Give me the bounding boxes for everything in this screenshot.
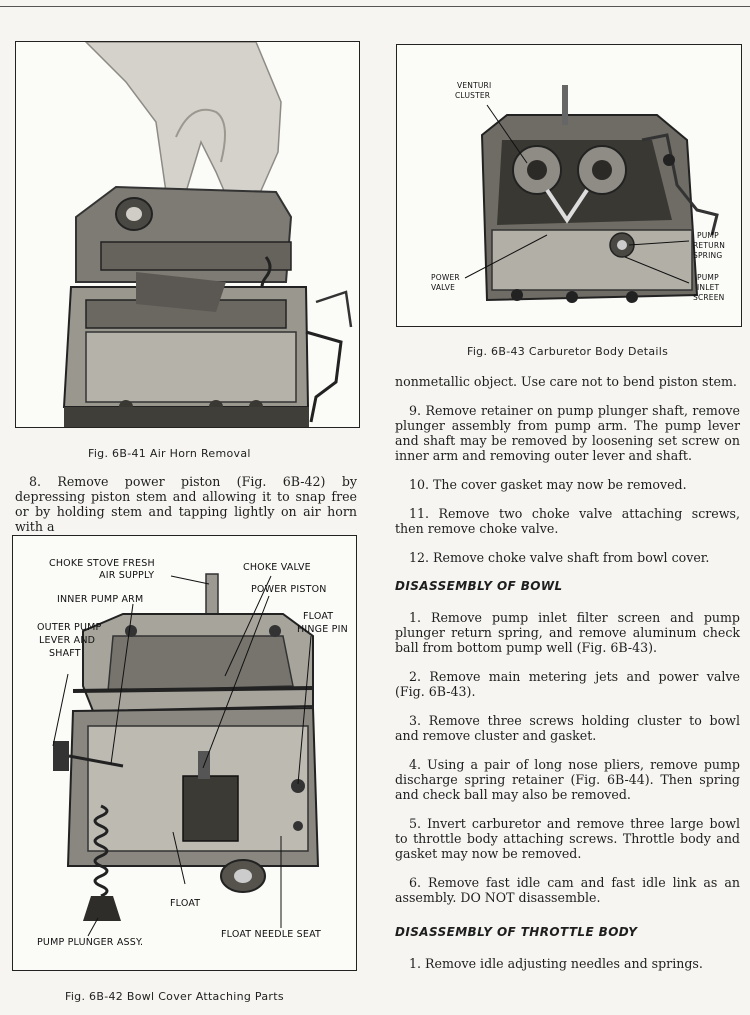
step-10-paragraph: 10. The cover gasket may now be removed. <box>409 477 687 492</box>
carburetor-body-illustration <box>397 45 741 326</box>
label-pump-plunger: PUMP PLUNGER ASSY. <box>37 937 144 948</box>
label-venturi-2: CLUSTER <box>455 91 491 100</box>
left-text-column: 8. Remove power piston (Fig. 6B-42) by d… <box>15 474 357 548</box>
air-horn-removal-illustration <box>16 42 359 427</box>
step-8-continuation: nonmetallic object. Use care not to bend… <box>395 374 737 389</box>
label-pump-return-3: SPRING <box>693 251 723 260</box>
figure-6b-43-caption: Fig. 6B-43 Carburetor Body Details <box>467 345 669 358</box>
bowl-step-3-paragraph: 3. Remove three screws holding cluster t… <box>395 713 740 743</box>
label-pump-return-2: RETURN <box>693 241 726 250</box>
step-11-paragraph: 11. Remove two choke valve attaching scr… <box>395 506 740 536</box>
heading-disassembly-of-throttle-body: DISASSEMBLY OF THROTTLE BODY <box>395 925 638 939</box>
bowl-step-1-paragraph: 1. Remove pump inlet filter screen and p… <box>395 610 740 655</box>
label-power-valve-1: POWER <box>431 273 460 282</box>
top-rule <box>0 6 750 7</box>
label-choke-stove-1: CHOKE STOVE FRESH <box>49 558 155 569</box>
label-choke-valve: CHOKE VALVE <box>243 562 311 573</box>
figure-6b-43-photo: VENTURI CLUSTER POWER VALVE PUMP RETURN … <box>396 44 742 327</box>
label-pump-return-1: PUMP <box>697 231 719 240</box>
label-power-piston: POWER PISTON <box>251 584 327 595</box>
label-pump-inlet-2: INLET <box>697 283 720 292</box>
label-inner-pump-arm: INNER PUMP ARM <box>57 594 144 605</box>
throttle-step-1-paragraph: 1. Remove idle adjusting needles and spr… <box>409 956 703 971</box>
bowl-step-6-paragraph: 6. Remove fast idle cam and fast idle li… <box>395 875 740 905</box>
label-venturi-1: VENTURI <box>457 81 492 90</box>
label-choke-stove-2: AIR SUPPLY <box>99 570 155 581</box>
label-float-hinge-1: FLOAT <box>303 611 334 622</box>
step-8-paragraph: 8. Remove power piston (Fig. 6B-42) by d… <box>15 474 357 534</box>
figure-6b-41-photo <box>15 41 360 428</box>
label-float: FLOAT <box>170 898 201 909</box>
step-9-paragraph: 9. Remove retainer on pump plunger shaft… <box>395 403 740 463</box>
label-pump-inlet-1: PUMP <box>697 273 719 282</box>
figure-6b-42-caption: Fig. 6B-42 Bowl Cover Attaching Parts <box>65 990 284 1003</box>
bowl-step-5-paragraph: 5. Invert carburetor and remove three la… <box>395 816 740 861</box>
label-power-valve-2: VALVE <box>431 283 456 292</box>
label-float-needle-seat: FLOAT NEEDLE SEAT <box>221 929 322 940</box>
bowl-cover-illustration <box>13 536 356 970</box>
heading-disassembly-of-bowl: DISASSEMBLY OF BOWL <box>395 579 563 593</box>
label-float-hinge-2: HINGE PIN <box>297 624 348 635</box>
figure-6b-41-caption: Fig. 6B-41 Air Horn Removal <box>88 447 251 460</box>
label-outer-pump-3: SHAFT <box>49 648 81 659</box>
bowl-step-4-paragraph: 4. Using a pair of long nose pliers, rem… <box>395 757 740 802</box>
right-text-column: nonmetallic object. Use care not to bend… <box>395 374 740 985</box>
step-12-paragraph: 12. Remove choke valve shaft from bowl c… <box>409 550 710 565</box>
label-outer-pump-1: OUTER PUMP <box>37 622 102 633</box>
label-pump-inlet-3: SCREEN <box>693 293 725 302</box>
bowl-step-2-paragraph: 2. Remove main metering jets and power v… <box>395 669 740 699</box>
label-outer-pump-2: LEVER AND <box>39 635 96 646</box>
figure-6b-42-photo: CHOKE STOVE FRESH AIR SUPPLY CHOKE VALVE… <box>12 535 357 971</box>
